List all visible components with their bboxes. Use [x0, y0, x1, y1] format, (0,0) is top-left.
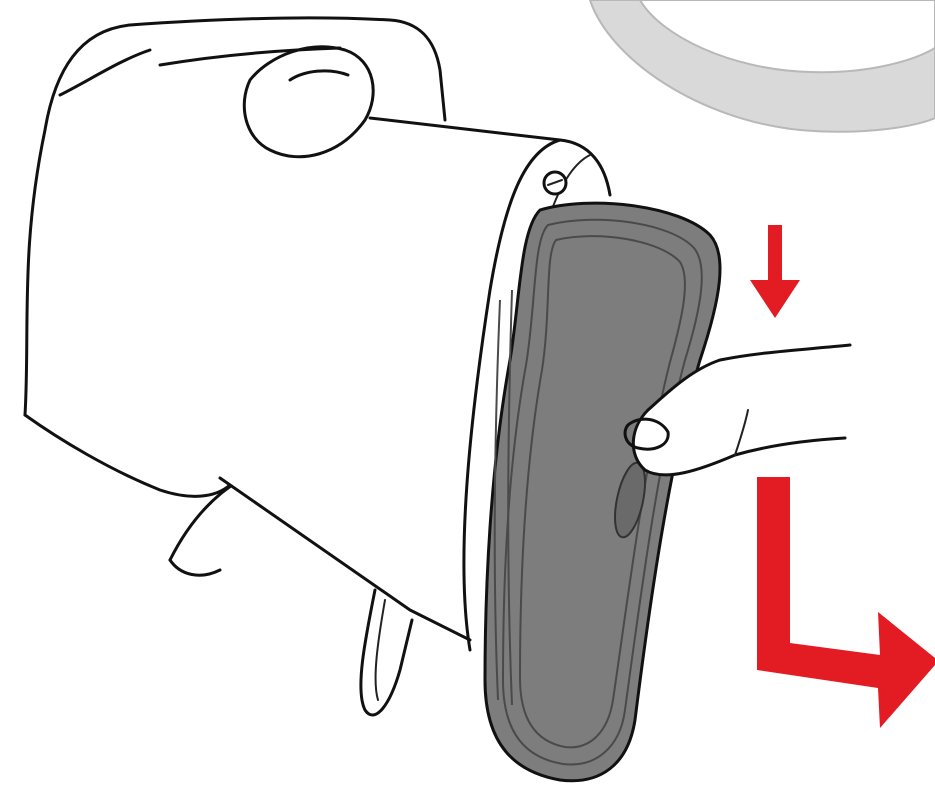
grey-ring — [590, 0, 935, 132]
rubber-pad — [485, 203, 720, 781]
arrow-down-icon — [750, 225, 800, 318]
arrow-down-right-icon — [757, 477, 935, 728]
